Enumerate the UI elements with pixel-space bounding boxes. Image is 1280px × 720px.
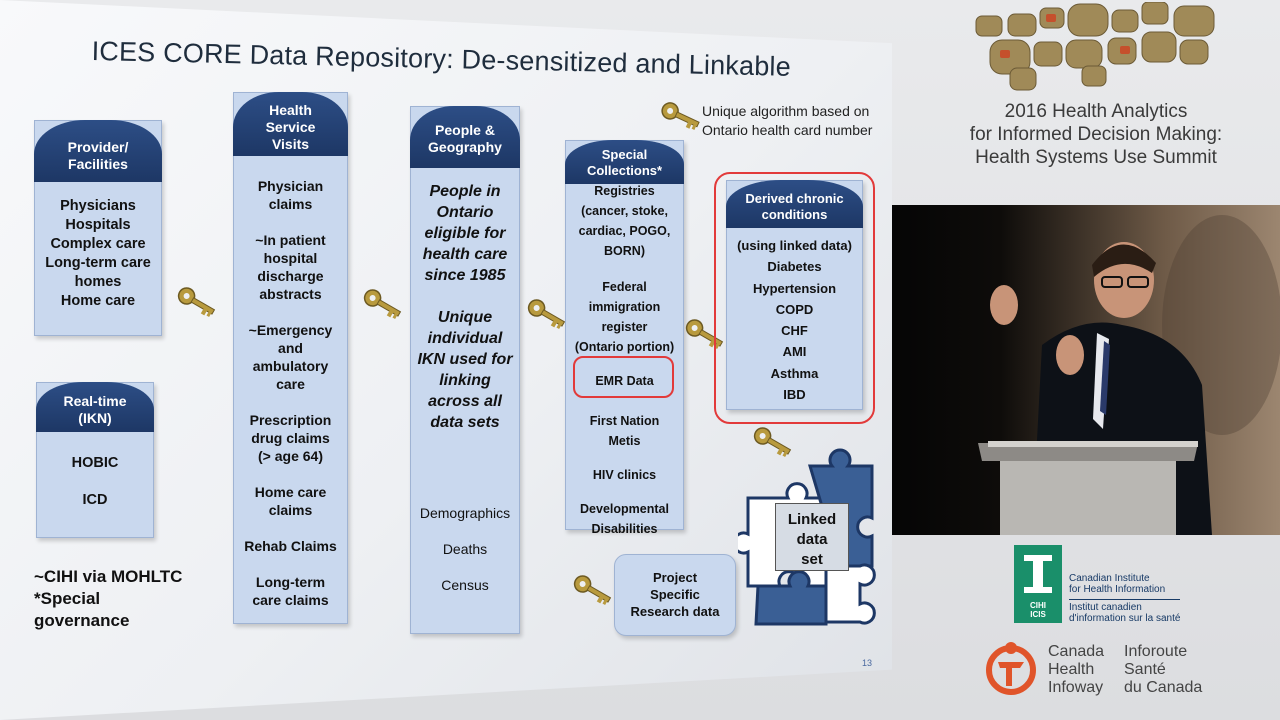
key-icon: [363, 289, 402, 320]
column-body: Physicians Hospitals Complex care Long-t…: [45, 198, 151, 309]
key-icon: [573, 575, 612, 606]
emr-data-highlight: [573, 356, 674, 398]
algorithm-note: Unique algorithm based on Ontario health…: [702, 103, 873, 138]
project-research-box: Project Specific Research data: [614, 554, 736, 636]
column-body: People in Ontario eligible for health ca…: [417, 183, 513, 593]
cihi-logo-text: Canadian Institute for Health Informatio…: [1069, 573, 1181, 624]
cihi-mark-icon: [1024, 555, 1052, 593]
column-real-time: Real-time(IKN) HOBIC ICD: [36, 382, 154, 538]
key-icon: [527, 299, 566, 330]
cihi-logo: CIHI ICIS: [1014, 545, 1062, 623]
summit-speech-bubbles-logo: [975, 2, 1215, 91]
slide-number: 13: [862, 658, 873, 668]
linked-data-set-label: Linked data set: [775, 503, 849, 571]
key-icon: [661, 102, 700, 130]
column-header: Real-time(IKN): [36, 382, 154, 432]
column-header: Provider/Facilities: [34, 120, 162, 182]
presentation-slide: ICES CORE Data Repository: De-sensitized…: [0, 0, 892, 720]
column-people-geography: People &Geography People in Ontario elig…: [410, 106, 520, 634]
speaker-video: [892, 205, 1280, 535]
infoway-logo-icon: [986, 642, 1036, 695]
cihi-mark-fr: ICIS: [1030, 610, 1046, 619]
key-icon: [177, 287, 216, 318]
speaker-at-podium: [978, 215, 1280, 535]
slide-title: ICES CORE Data Repository: De-sensitized…: [91, 36, 792, 82]
key-icon: [753, 427, 792, 458]
cihi-mark-en: CIHI: [1030, 601, 1046, 610]
column-header: People &Geography: [410, 106, 520, 168]
column-body: HOBIC ICD: [71, 455, 119, 508]
summit-title: 2016 Health Analytics for Informed Decis…: [969, 101, 1223, 168]
column-body: (using linked data) Diabetes Hypertensio…: [737, 238, 852, 403]
column-body: Physician claims ~In patient hospital di…: [244, 178, 337, 608]
slide-footnotes: ~CIHI via MOHLTC *Special governance: [34, 567, 183, 630]
column-provider-facilities: Provider/Facilities Physicians Hospitals…: [34, 120, 162, 336]
column-body: Registries (cancer, stoke, cardiac, POGO…: [574, 184, 675, 536]
derived-conditions-highlight: [714, 172, 875, 424]
